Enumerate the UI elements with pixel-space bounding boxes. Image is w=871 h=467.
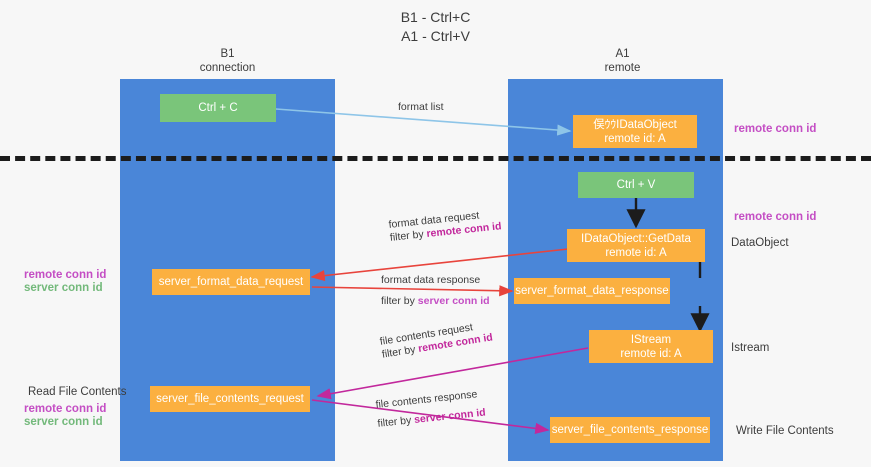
box-istream-line-2: remote id: A [620, 347, 682, 360]
annotation-right-remote-conn-id-mid: remote conn id [734, 211, 817, 223]
box-sfcreq-label: server_file_contents_request [156, 393, 304, 405]
box-getdata-line-1: IDataObject::GetData [581, 232, 691, 245]
box-idataobject-line-1: 俣ｳｳIDataObject [593, 118, 677, 131]
annotation-left-server-conn-id-bottom: server conn id [24, 416, 103, 428]
box-idataobject-line-2: remote id: A [604, 132, 666, 145]
edge-label-fcres-filter: filter by server conn id [377, 407, 486, 431]
annotation-left-read-file-contents: Read File Contents [28, 386, 127, 398]
lane-header-a1-title: A1 [615, 48, 630, 60]
lane-header-a1-subtitle: remote [604, 61, 641, 74]
box-server-format-data-response[interactable]: server_format_data_response [514, 278, 670, 304]
annotation-left-server-conn-id-mid: server conn id [24, 282, 103, 294]
box-ctrl-c[interactable]: Ctrl + C [160, 94, 276, 122]
fdres-filter-prefix: filter by [381, 295, 418, 307]
box-ctrl-v-label: Ctrl + V [616, 179, 656, 191]
edge-label-file-contents-response: file contents response filter by server … [375, 388, 486, 431]
fdres-filter-value: server conn id [417, 295, 490, 307]
fdreq-filter-prefix: filter by [389, 228, 428, 244]
box-sfcres-label: server_file_contents_response [551, 424, 709, 436]
annotation-right-remote-conn-id-top: remote conn id [734, 123, 817, 135]
edge-label-fdres-filter: filter by server conn id [381, 295, 490, 308]
box-idataobject[interactable]: 俣ｳｳIDataObject remote id: A [573, 115, 697, 148]
annotation-left-remote-conn-id-bottom: remote conn id [24, 403, 107, 415]
lane-header-b1: B1 connection [150, 48, 305, 75]
box-idataobject-getdata[interactable]: IDataObject::GetData remote id: A [567, 229, 705, 262]
title-line-2: A1 - Ctrl+V [401, 28, 470, 44]
edge-label-format-list-text: format list [398, 101, 444, 113]
box-server-file-contents-request[interactable]: server_file_contents_request [150, 386, 310, 412]
diagram-title: B1 - Ctrl+C A1 - Ctrl+V [0, 8, 871, 46]
box-getdata-line-2: remote id: A [605, 246, 667, 259]
annotation-left-remote-conn-id-mid: remote conn id [24, 269, 107, 281]
box-ctrl-c-label: Ctrl + C [198, 102, 238, 114]
edge-label-fdres-main: format data response [381, 274, 481, 286]
edge-label-format-list: format list [398, 101, 444, 114]
box-istream-line-1: IStream [630, 333, 672, 346]
annotation-right-istream: Istream [731, 342, 770, 354]
fcres-filter-prefix: filter by [376, 414, 415, 430]
lane-header-b1-title: B1 [220, 48, 235, 60]
edge-label-format-data-request: format data request filter by remote con… [388, 207, 502, 245]
lane-header-b1-subtitle: connection [199, 61, 256, 74]
lane-header-a1: A1 remote [545, 48, 700, 75]
title-line-1: B1 - Ctrl+C [400, 9, 471, 25]
annotation-right-dataobject: DataObject [731, 237, 789, 249]
edge-label-file-contents-request: file contents request filter by remote c… [379, 318, 494, 361]
box-ctrl-v[interactable]: Ctrl + V [578, 172, 694, 198]
box-sfdres-label: server_format_data_response [515, 285, 669, 297]
box-server-file-contents-response[interactable]: server_file_contents_response [550, 417, 710, 443]
fcres-filter-value: server conn id [413, 406, 487, 426]
box-server-format-data-request[interactable]: server_format_data_request [152, 269, 310, 295]
box-istream[interactable]: IStream remote id: A [589, 330, 713, 363]
annotation-right-write-file-contents: Write File Contents [736, 425, 834, 437]
edge-label-format-data-response: format data response filter by server co… [381, 274, 490, 308]
box-sfdreq-label: server_format_data_request [158, 276, 304, 288]
phase-divider [0, 156, 871, 161]
